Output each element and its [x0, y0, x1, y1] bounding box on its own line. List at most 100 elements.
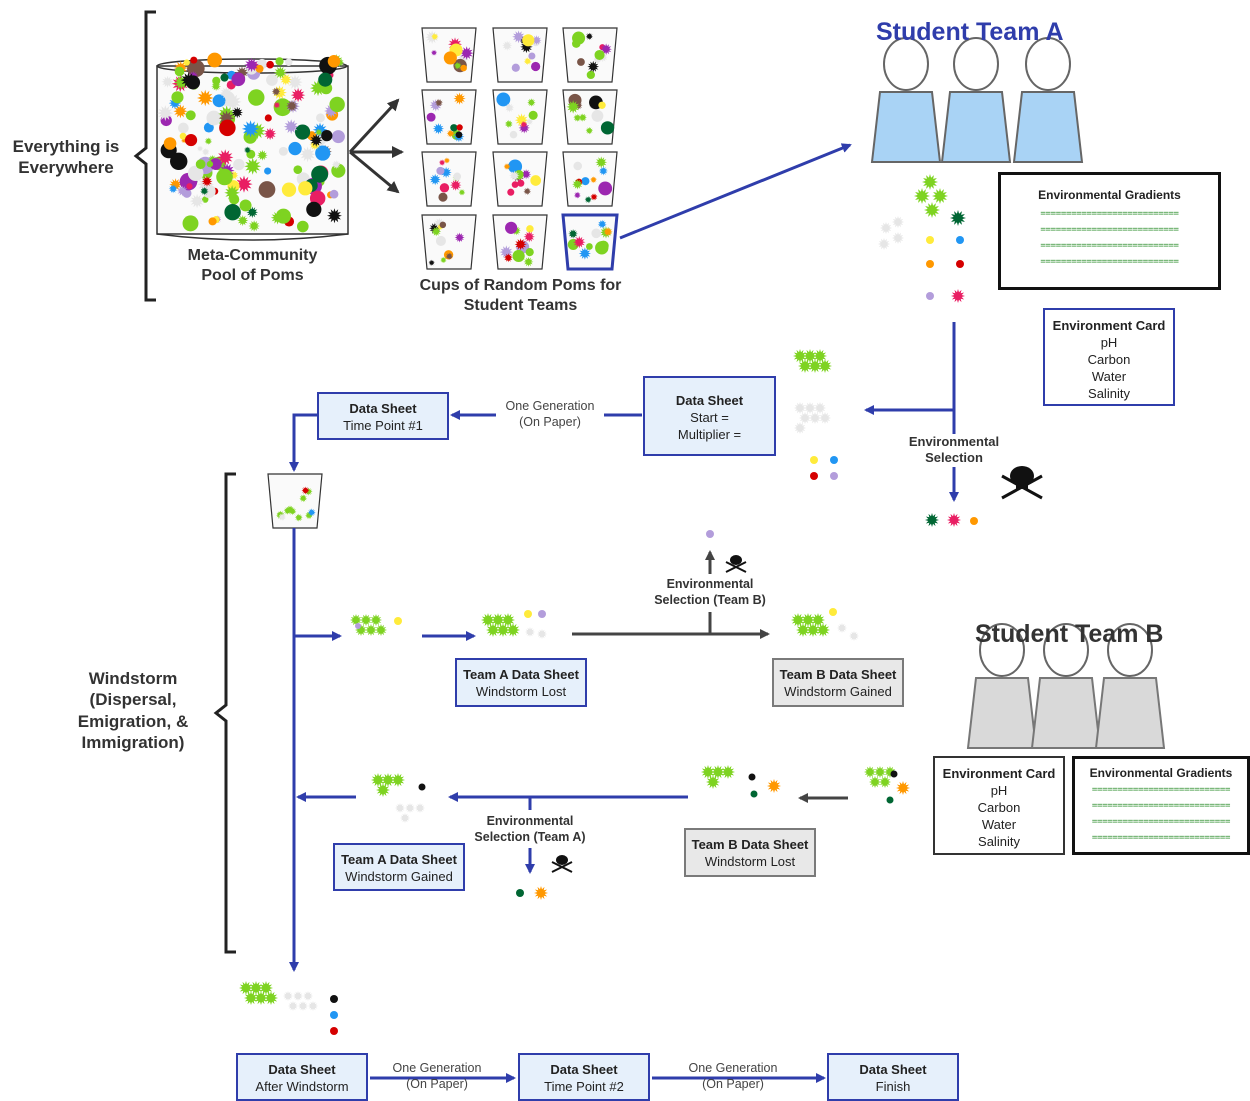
- team-b-flow: [572, 550, 848, 803]
- pom-icon: [439, 183, 450, 193]
- pom-icon: [179, 132, 187, 140]
- pom-icon: [224, 185, 240, 201]
- env-selection-b-label: Environmental Selection (Team B): [646, 577, 774, 609]
- pom-icon: [572, 31, 586, 45]
- pom-icon: [433, 217, 445, 229]
- pom-icon: [956, 236, 964, 244]
- pom-icon: [415, 803, 425, 813]
- pom-icon: [278, 146, 288, 156]
- pom-icon: [438, 192, 448, 202]
- pom-icon: [517, 179, 525, 187]
- pom-icon: [276, 511, 285, 520]
- pom-icon: [231, 72, 246, 87]
- pom-icon: [163, 137, 177, 150]
- pom-icon: [429, 173, 441, 186]
- pom-icon: [331, 160, 341, 169]
- pom-icon: [796, 623, 810, 637]
- cup-icon: [492, 214, 548, 270]
- pom-icon: [425, 30, 439, 44]
- pom-icon: [748, 773, 756, 781]
- pom-icon: [816, 623, 830, 637]
- pom-icon: [294, 124, 311, 140]
- pom-icon: [315, 145, 331, 161]
- env-card-item: Carbon: [977, 800, 1021, 815]
- pom-icon: [307, 508, 316, 517]
- pom-icon: [813, 349, 827, 363]
- pom-icon: [239, 981, 253, 995]
- pom-icon: [503, 163, 511, 170]
- pom-icon: [181, 137, 188, 144]
- pom-icon: [925, 513, 939, 527]
- pom-icon: [522, 34, 535, 47]
- pom-icon: [481, 613, 495, 627]
- pom-icon: [418, 783, 426, 791]
- pom-icon: [956, 260, 964, 268]
- pom-icon: [440, 256, 447, 264]
- pom-icon: [879, 776, 891, 788]
- team-b-title: Student Team B: [975, 620, 1164, 648]
- pom-icon: [315, 113, 325, 123]
- cups-label: Cups of Random Poms for Student Teams: [419, 277, 622, 314]
- pom-icon: [237, 215, 249, 227]
- pom-icon: [258, 181, 276, 198]
- pom-icon: [157, 105, 174, 121]
- pom-icon: [318, 72, 333, 87]
- pom-icon: [534, 886, 548, 900]
- pom-icon: [220, 73, 229, 82]
- pom-icon: [257, 149, 268, 161]
- distribution-arrows: [348, 98, 404, 194]
- pom-icon: [254, 991, 268, 1005]
- pom-icon: [454, 232, 465, 243]
- pom-icon: [428, 259, 435, 266]
- pom-icon: [799, 412, 811, 424]
- pom-icon: [530, 175, 542, 186]
- pom-icon: [890, 770, 898, 778]
- pom-icon: [512, 249, 525, 263]
- pom-icon: [190, 56, 198, 64]
- pom-icon: [248, 220, 260, 232]
- pom-icon: [405, 803, 415, 813]
- everything-label: Everything is Everywhere: [12, 137, 120, 178]
- pom-icon: [273, 66, 287, 79]
- pom-icon: [224, 93, 242, 111]
- pom-icon: [208, 217, 217, 226]
- pom-cluster: [157, 52, 346, 233]
- pom-icon: [528, 52, 536, 60]
- pom-icon: [538, 610, 546, 618]
- pom-icon: [174, 75, 189, 90]
- pom-icon: [896, 781, 910, 795]
- pom-icon: [272, 85, 287, 100]
- pom-icon: [294, 513, 303, 522]
- pom-icon: [271, 87, 281, 97]
- pom-icon: [286, 100, 298, 112]
- pom-icon: [514, 238, 527, 251]
- pom-icon: [932, 188, 948, 204]
- pom-icon: [310, 80, 327, 97]
- pom-icon: [200, 186, 209, 196]
- pom-icon: [874, 766, 886, 778]
- pom-icon: [249, 981, 263, 995]
- brace-icon: [133, 10, 156, 302]
- pom-icon: [244, 157, 262, 175]
- pom-icon: [201, 148, 210, 156]
- pom-icon: [504, 119, 513, 128]
- pom-icon: [455, 131, 463, 139]
- pom-icon: [878, 238, 890, 250]
- pom-icon: [182, 215, 199, 232]
- pom-icon: [811, 613, 825, 627]
- data-sheet-multiplier: Multiplier =: [677, 427, 742, 442]
- pom-icon: [600, 121, 615, 135]
- brace-icon: [213, 472, 236, 954]
- skull-crossbones-icon: [551, 855, 573, 873]
- gradient-line: ===========================: [1040, 209, 1179, 219]
- gradient-line: ===========================: [1091, 833, 1231, 843]
- pom-icon: [189, 193, 205, 209]
- data-sheet-start: Data Sheet Start = Multiplier =: [643, 376, 776, 456]
- data-sheet-title: Team A Data Sheet: [341, 852, 457, 867]
- data-sheet-title: Team B Data Sheet: [691, 837, 809, 852]
- pom-icon: [439, 221, 447, 229]
- pom-icon: [520, 121, 528, 128]
- pom-icon: [586, 70, 595, 80]
- data-sheet-subtitle: Time Point #2: [544, 1079, 624, 1094]
- pom-icon: [767, 779, 781, 793]
